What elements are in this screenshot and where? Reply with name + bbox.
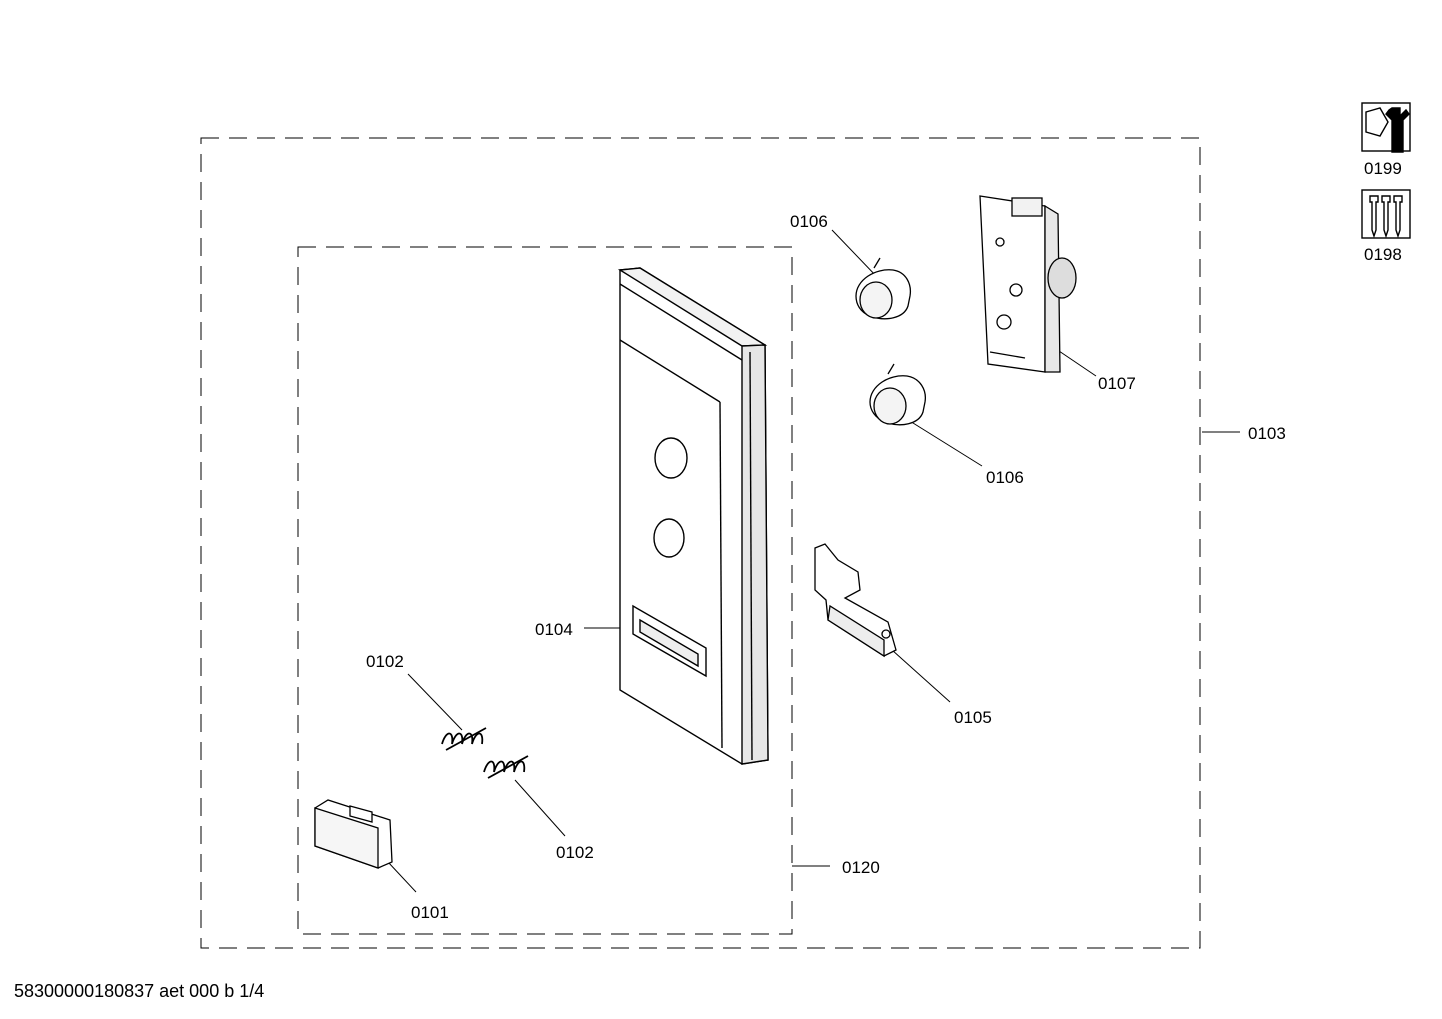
leader-0102b <box>514 779 566 837</box>
label-0105: 0105 <box>954 708 992 727</box>
label-0102-lower: 0102 <box>556 843 594 862</box>
label-0199: 0199 <box>1364 159 1402 178</box>
button-0101 <box>314 799 393 869</box>
leader-0101 <box>387 861 417 893</box>
label-0102-upper: 0102 <box>366 652 404 671</box>
leader-0102a <box>407 673 463 731</box>
label-0106-upper: 0106 <box>790 212 828 231</box>
label-0198: 0198 <box>1364 245 1402 264</box>
timer-0107 <box>979 195 1077 373</box>
knob-0106-upper <box>855 257 912 320</box>
assembly-frame-0103 <box>200 137 1201 949</box>
leader-0106b <box>904 417 983 467</box>
wrench-nut-icon <box>1361 102 1411 153</box>
label-0120: 0120 <box>842 858 880 877</box>
spring-0102-upper <box>441 727 487 751</box>
leader-0106a <box>831 229 879 279</box>
spring-0102-lower <box>483 755 529 779</box>
label-0106-lower: 0106 <box>986 468 1024 487</box>
label-0101: 0101 <box>411 903 449 922</box>
label-0103: 0103 <box>1248 424 1286 443</box>
label-0107: 0107 <box>1098 374 1136 393</box>
label-0104: 0104 <box>535 620 573 639</box>
assembly-frame-0120 <box>297 246 793 935</box>
knob-0106-lower <box>869 363 926 426</box>
document-footer-code: 58300000180837 aet 000 b 1/4 <box>14 981 265 1001</box>
control-panel-0104 <box>617 267 769 765</box>
leader-0105 <box>891 649 951 703</box>
screws-icon <box>1361 189 1411 239</box>
switch-0105 <box>814 543 897 658</box>
